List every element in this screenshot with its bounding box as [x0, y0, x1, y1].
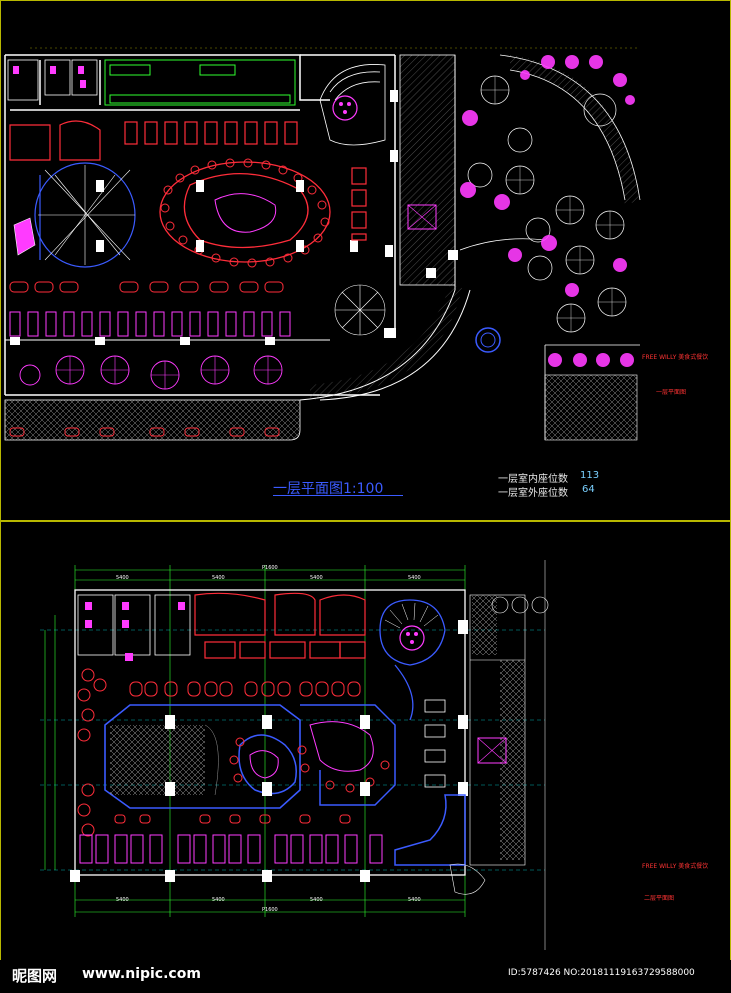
- ground-floor-plan: [4, 47, 641, 441]
- sheet1-brand-text: FREE WILLY 美食式餐饮: [642, 354, 709, 361]
- indoor-seats-label: 一层室内座位数: [498, 474, 568, 485]
- sheet2-floor-label: 二层平面图: [644, 895, 675, 902]
- indoor-seats-value: 113: [580, 470, 600, 481]
- dim-bottom-3: 5400: [310, 897, 323, 903]
- image-id-text: ID:5787426 NO:20181119163729588000: [508, 968, 695, 978]
- dim-top-1: 5400: [116, 575, 129, 581]
- outdoor-seats-label: 一层室外座位数: [498, 488, 568, 499]
- ground-floor-title: 一层平面图1:100: [273, 481, 384, 497]
- sheet2-brand-text: FREE WILLY 美食式餐饮: [642, 863, 709, 870]
- dim-top-total: P1600: [262, 565, 278, 571]
- dim-bottom-1: 5400: [116, 897, 129, 903]
- nipic-url[interactable]: www.nipic.com: [82, 966, 201, 982]
- second-floor-plan: [40, 560, 549, 950]
- dim-bottom-total: P1600: [262, 907, 278, 913]
- outdoor-seats-value: 64: [582, 484, 595, 495]
- watermark-bar: [0, 960, 731, 993]
- dim-top-3: 5400: [310, 575, 323, 581]
- dim-top-2: 5400: [212, 575, 225, 581]
- title-underline: [273, 495, 403, 496]
- dim-top-4: 5400: [408, 575, 421, 581]
- sheet1-floor-label: 一层平面图: [656, 389, 687, 396]
- dim-bottom-2: 5400: [212, 897, 225, 903]
- nipic-logo: 昵图网: [12, 967, 58, 985]
- dim-bottom-4: 5400: [408, 897, 421, 903]
